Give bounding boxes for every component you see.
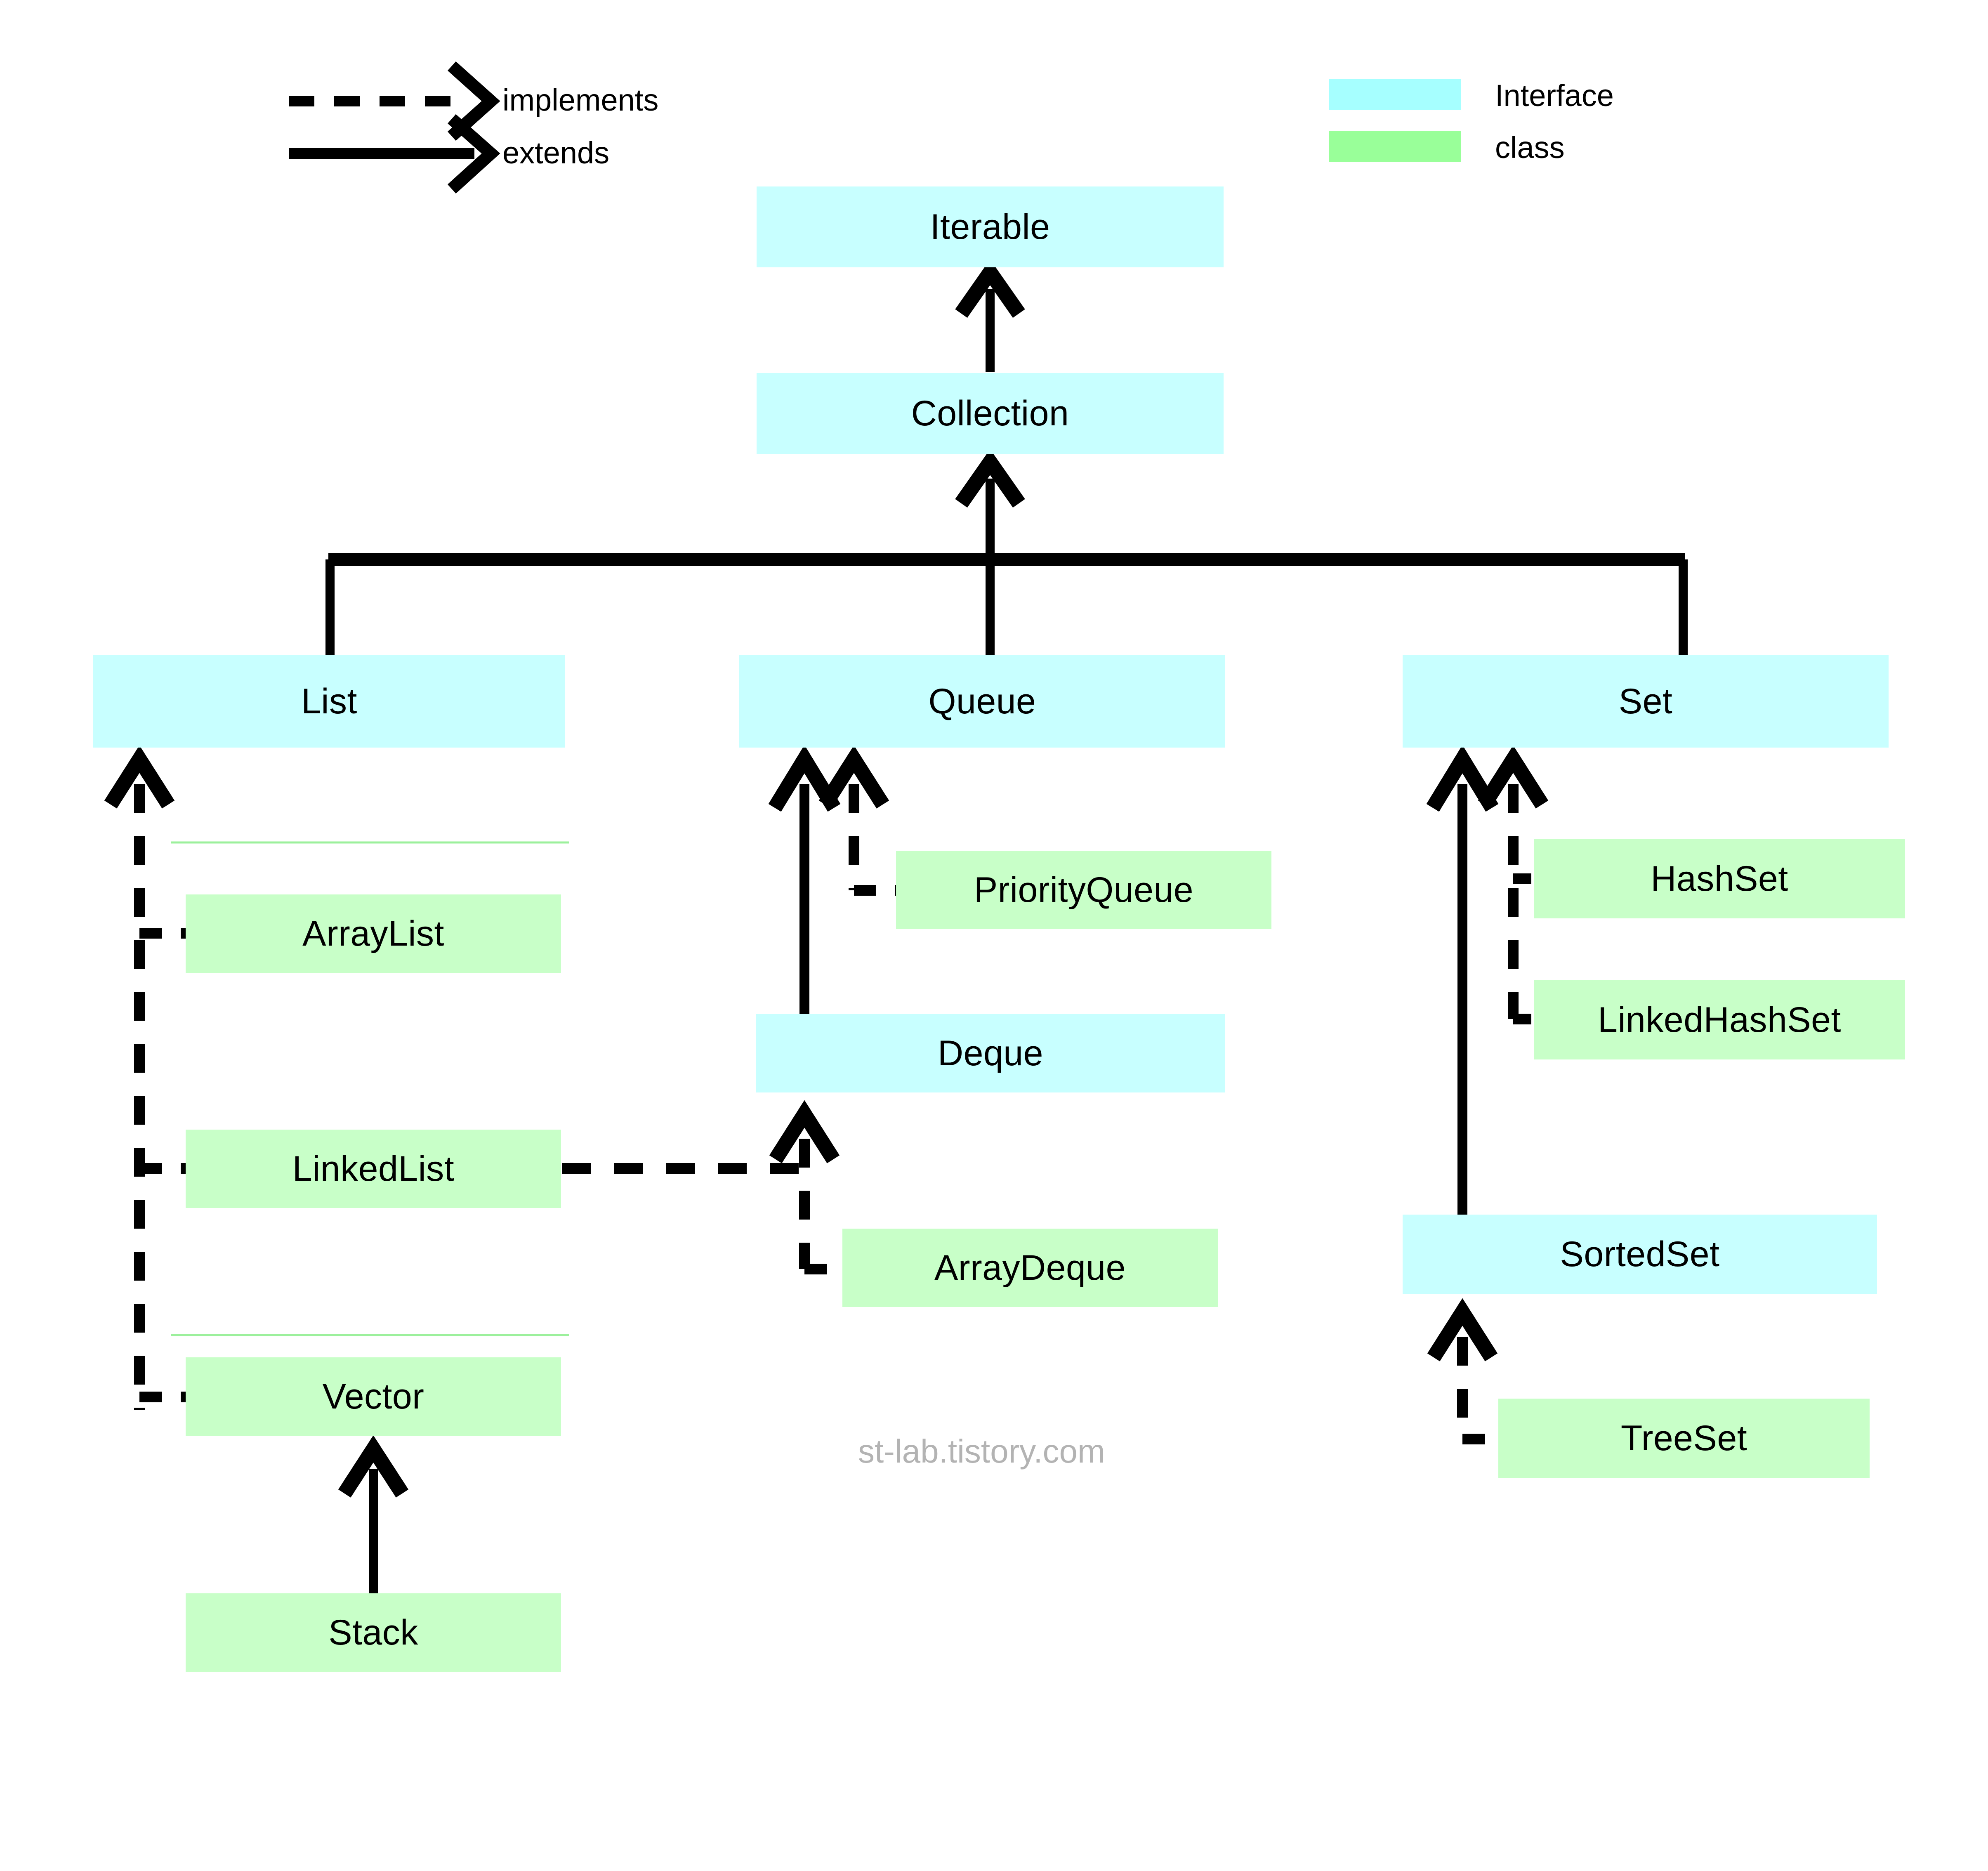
- node-label: ArrayDeque: [934, 1248, 1126, 1288]
- edge-deque-implementors: [562, 1100, 845, 1274]
- node-label: List: [301, 682, 357, 721]
- legend-interface-label: Interface: [1495, 78, 1614, 113]
- node-queue[interactable]: Queue: [739, 655, 1225, 748]
- node-treeset[interactable]: TreeSet: [1498, 1399, 1870, 1478]
- edge-stack-vector: [338, 1435, 409, 1593]
- node-label: SortedSet: [1560, 1234, 1720, 1274]
- node-label: Collection: [911, 394, 1069, 433]
- node-vector[interactable]: Vector: [186, 1357, 561, 1436]
- node-sortedset[interactable]: SortedSet: [1403, 1215, 1877, 1294]
- node-label: Stack: [328, 1613, 418, 1652]
- node-stack[interactable]: Stack: [186, 1593, 561, 1672]
- edge-sortedset-set: [1426, 745, 1499, 1215]
- node-list[interactable]: List: [93, 655, 565, 748]
- legend-extends-arrow: [289, 114, 500, 194]
- node-priorityqueue[interactable]: PriorityQueue: [896, 851, 1271, 929]
- node-label: Vector: [322, 1377, 424, 1416]
- node-arraylist[interactable]: ArrayList: [186, 894, 561, 973]
- node-label: LinkedHashSet: [1598, 1000, 1841, 1040]
- site-watermark: st-lab.tistory.com: [858, 1433, 1105, 1470]
- edge-collection-children-bus: [325, 449, 1688, 656]
- node-linkedlist[interactable]: LinkedList: [186, 1130, 561, 1208]
- edge-collection-iterable: [955, 259, 1025, 372]
- edge-list-implementors: [104, 745, 186, 1410]
- legend-class-label: class: [1495, 130, 1565, 165]
- node-label: Set: [1618, 682, 1673, 721]
- node-label: LinkedList: [292, 1149, 455, 1189]
- node-label: TreeSet: [1620, 1418, 1747, 1458]
- node-linkedhashset[interactable]: LinkedHashSet: [1534, 980, 1905, 1059]
- edge-deque-queue: [768, 745, 841, 1014]
- node-label: PriorityQueue: [974, 870, 1194, 910]
- node-label: HashSet: [1651, 859, 1788, 899]
- edge-treeset-sortedset: [1427, 1298, 1501, 1444]
- edge-priorityqueue-queue: [818, 745, 898, 896]
- legend-class-swatch: [1329, 131, 1461, 162]
- legend-interface-swatch: [1329, 79, 1461, 110]
- node-label: ArrayList: [302, 914, 444, 953]
- node-deque[interactable]: Deque: [756, 1014, 1225, 1092]
- legend-extends-label: extends: [502, 136, 610, 170]
- node-label: Iterable: [930, 207, 1050, 247]
- node-label: Deque: [938, 1033, 1043, 1073]
- node-label: Queue: [928, 682, 1036, 721]
- legend-implements-label: implements: [502, 83, 659, 117]
- edge-set-implementors: [1478, 745, 1549, 1024]
- node-iterable[interactable]: Iterable: [757, 186, 1224, 267]
- node-set[interactable]: Set: [1403, 655, 1889, 748]
- node-collection[interactable]: Collection: [757, 373, 1224, 454]
- node-arraydeque[interactable]: ArrayDeque: [842, 1229, 1218, 1307]
- node-hashset[interactable]: HashSet: [1534, 839, 1905, 918]
